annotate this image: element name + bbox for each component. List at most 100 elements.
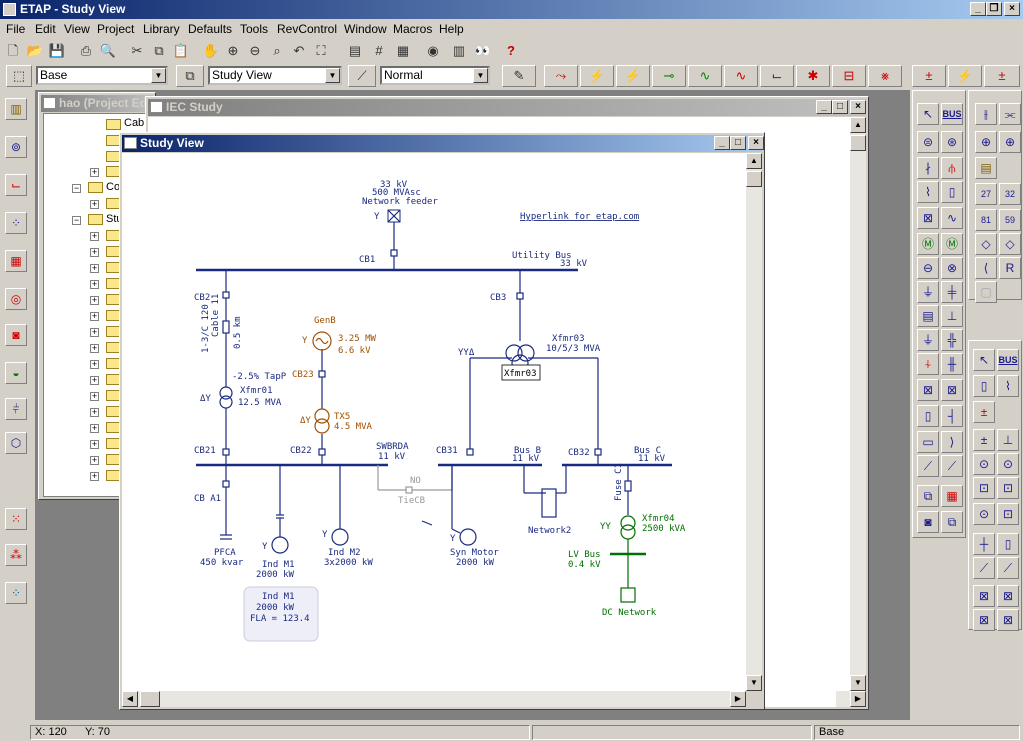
dc-impedance-icon[interactable]: ⌇	[997, 375, 1019, 397]
induction-motor-icon[interactable]: Ⓜ	[917, 233, 939, 255]
expand-icon[interactable]: +	[90, 391, 99, 401]
scroll-left-icon[interactable]: ◀	[122, 691, 138, 707]
configuration-icon[interactable]: ⟋	[348, 65, 376, 87]
inverter-icon[interactable]: ⊡	[997, 477, 1019, 499]
tree-item-components[interactable]: Co	[106, 181, 121, 193]
print-preview-icon[interactable]: 🔍	[99, 43, 117, 58]
double-throw-switch-icon[interactable]: ⟋	[941, 455, 963, 477]
expand-icon[interactable]: +	[90, 199, 99, 209]
presentation-select[interactable]: Base ▼	[36, 66, 168, 85]
dc-load-icon[interactable]: ⊥	[997, 429, 1019, 451]
menu-view[interactable]: View	[64, 22, 90, 36]
menu-library[interactable]: Library	[143, 22, 180, 36]
dc-switch-icon[interactable]: ⟋	[973, 557, 995, 579]
study-view-window[interactable]: Study View _ □ ×	[119, 132, 765, 710]
battery-icon[interactable]: ±	[973, 401, 995, 423]
pan-icon[interactable]: ✋	[202, 43, 220, 58]
expand-icon[interactable]: +	[90, 263, 99, 273]
expand-icon[interactable]: +	[90, 375, 99, 385]
dc-fuse-icon[interactable]: ▯	[997, 533, 1019, 555]
scroll-thumb[interactable]	[850, 135, 866, 151]
solid-state-trip-icon[interactable]: ◇	[975, 233, 997, 255]
filter-icon[interactable]: ╪	[941, 281, 963, 303]
contactor-icon[interactable]: ⟩	[941, 431, 963, 453]
cut-icon[interactable]: ✂	[131, 43, 143, 58]
expand-icon[interactable]: +	[90, 455, 99, 465]
cable-pulling-icon[interactable]: ◎	[5, 288, 27, 310]
star-view-icon[interactable]: ⌙	[5, 174, 27, 196]
print-icon[interactable]: ⎙	[80, 43, 92, 58]
menu-help[interactable]: Help	[439, 22, 464, 36]
ct-icon[interactable]: ⫲	[975, 103, 997, 125]
expand-icon[interactable]: +	[90, 295, 99, 305]
zoom-in-icon[interactable]: ⊕	[227, 43, 239, 58]
overload-heater-icon[interactable]: ⟨	[975, 257, 997, 279]
iec-study-caption[interactable]: IEC Study _ □ ×	[148, 99, 866, 116]
zoom-out-icon[interactable]: ⊖	[249, 43, 261, 58]
expand-icon[interactable]: +	[90, 407, 99, 417]
expand-icon[interactable]: +	[90, 423, 99, 433]
battery-sizing-icon[interactable]: ±	[984, 65, 1020, 87]
scroll-right-icon[interactable]: ▶	[850, 691, 866, 707]
collapse-icon[interactable]: −	[72, 183, 81, 193]
panel-icon[interactable]: ⬡	[5, 432, 27, 454]
ground-grid-icon[interactable]: ±	[912, 65, 946, 87]
minimize-button[interactable]: _	[816, 100, 832, 114]
chevron-down-icon[interactable]: ▼	[325, 68, 340, 83]
hyperlink-etap[interactable]: Hyperlink for etap.com	[520, 212, 639, 222]
multimeter-icon[interactable]: ▤	[975, 157, 997, 179]
arc-flash-icon[interactable]: ⚡	[616, 65, 650, 87]
ground-grid-mode-icon[interactable]: ▦	[5, 250, 27, 272]
mov-icon[interactable]: ⊗	[941, 257, 963, 279]
bus-icon[interactable]: BUS	[941, 103, 963, 125]
monitor-icon[interactable]: ◙	[5, 324, 27, 346]
cable-icon[interactable]: ∤	[917, 157, 939, 179]
harmonic-icon[interactable]: ∿	[688, 65, 722, 87]
maximize-button[interactable]: □	[730, 136, 746, 150]
fuse-icon[interactable]: ▭	[917, 431, 939, 453]
motor-starting-icon[interactable]: ⊸	[652, 65, 686, 87]
close-button[interactable]: ×	[748, 136, 764, 150]
composite-network-icon[interactable]: ⊠	[917, 379, 939, 401]
paste-icon[interactable]: 📋	[172, 43, 190, 58]
relay-27-icon[interactable]: 27	[975, 183, 997, 205]
transmission-line-icon[interactable]: ⫛	[941, 157, 963, 179]
synchronous-motor-icon[interactable]: Ⓜ	[941, 233, 963, 255]
dc-lumped-load-icon[interactable]: ⊙	[997, 453, 1019, 475]
menu-tools[interactable]: Tools	[240, 22, 269, 36]
lumped-load-icon[interactable]: ⊖	[917, 257, 939, 279]
short-circuit-icon[interactable]: ⚡	[580, 65, 614, 87]
pt-transformer-icon[interactable]: ⫘	[999, 103, 1021, 125]
dc-breaker-icon[interactable]: ┼	[973, 533, 995, 555]
dc-composite-network-icon[interactable]: ⊠	[973, 585, 995, 607]
charger-icon[interactable]: ⊡	[973, 477, 995, 499]
dc-converter-icon[interactable]: ⊡	[997, 503, 1019, 525]
load-flow-icon[interactable]: ⤳	[544, 65, 578, 87]
menu-revcontrol[interactable]: RevControl	[277, 22, 338, 36]
dc-composite-csd-icon[interactable]: ⊠	[997, 585, 1019, 607]
generator-icon[interactable]: ∿	[941, 207, 963, 229]
dc-composite-icon[interactable]: ⁘	[5, 582, 27, 604]
dc-motor-icon[interactable]: ±	[973, 429, 995, 451]
expand-icon[interactable]: +	[90, 247, 99, 257]
menu-window[interactable]: Window	[344, 22, 387, 36]
restore-button[interactable]: ❐	[986, 2, 1002, 16]
scroll-up-icon[interactable]: ▲	[850, 117, 866, 133]
switch-icon[interactable]: ⟋	[917, 455, 939, 477]
one-line-diagram[interactable]: Xfmr03 33 kV 500 MVAsc Network feeder Y …	[122, 153, 746, 691]
themes-icon[interactable]: ◉	[427, 43, 439, 58]
relay-59-icon[interactable]: 59	[999, 209, 1021, 231]
dc-ground-icon[interactable]: ⊠	[973, 609, 995, 631]
help-icon[interactable]: ?	[507, 43, 515, 58]
find-icon[interactable]: 👀	[474, 43, 492, 58]
remote-connector-icon[interactable]: ⊥	[941, 305, 963, 327]
dc-double-switch-icon[interactable]: ⟋	[997, 557, 1019, 579]
collapse-icon[interactable]: −	[72, 215, 81, 225]
composite-motor-icon[interactable]: ⁂	[5, 544, 27, 566]
expand-icon[interactable]: +	[90, 359, 99, 369]
reactor-icon[interactable]: ⌇	[917, 181, 939, 203]
dc-short-circuit-icon[interactable]: ⚡	[948, 65, 982, 87]
project-view-icon[interactable]: ▥	[5, 98, 27, 120]
scroll-up-icon[interactable]: ▲	[746, 153, 762, 169]
vertical-scrollbar[interactable]: ▲ ▼	[850, 117, 866, 691]
